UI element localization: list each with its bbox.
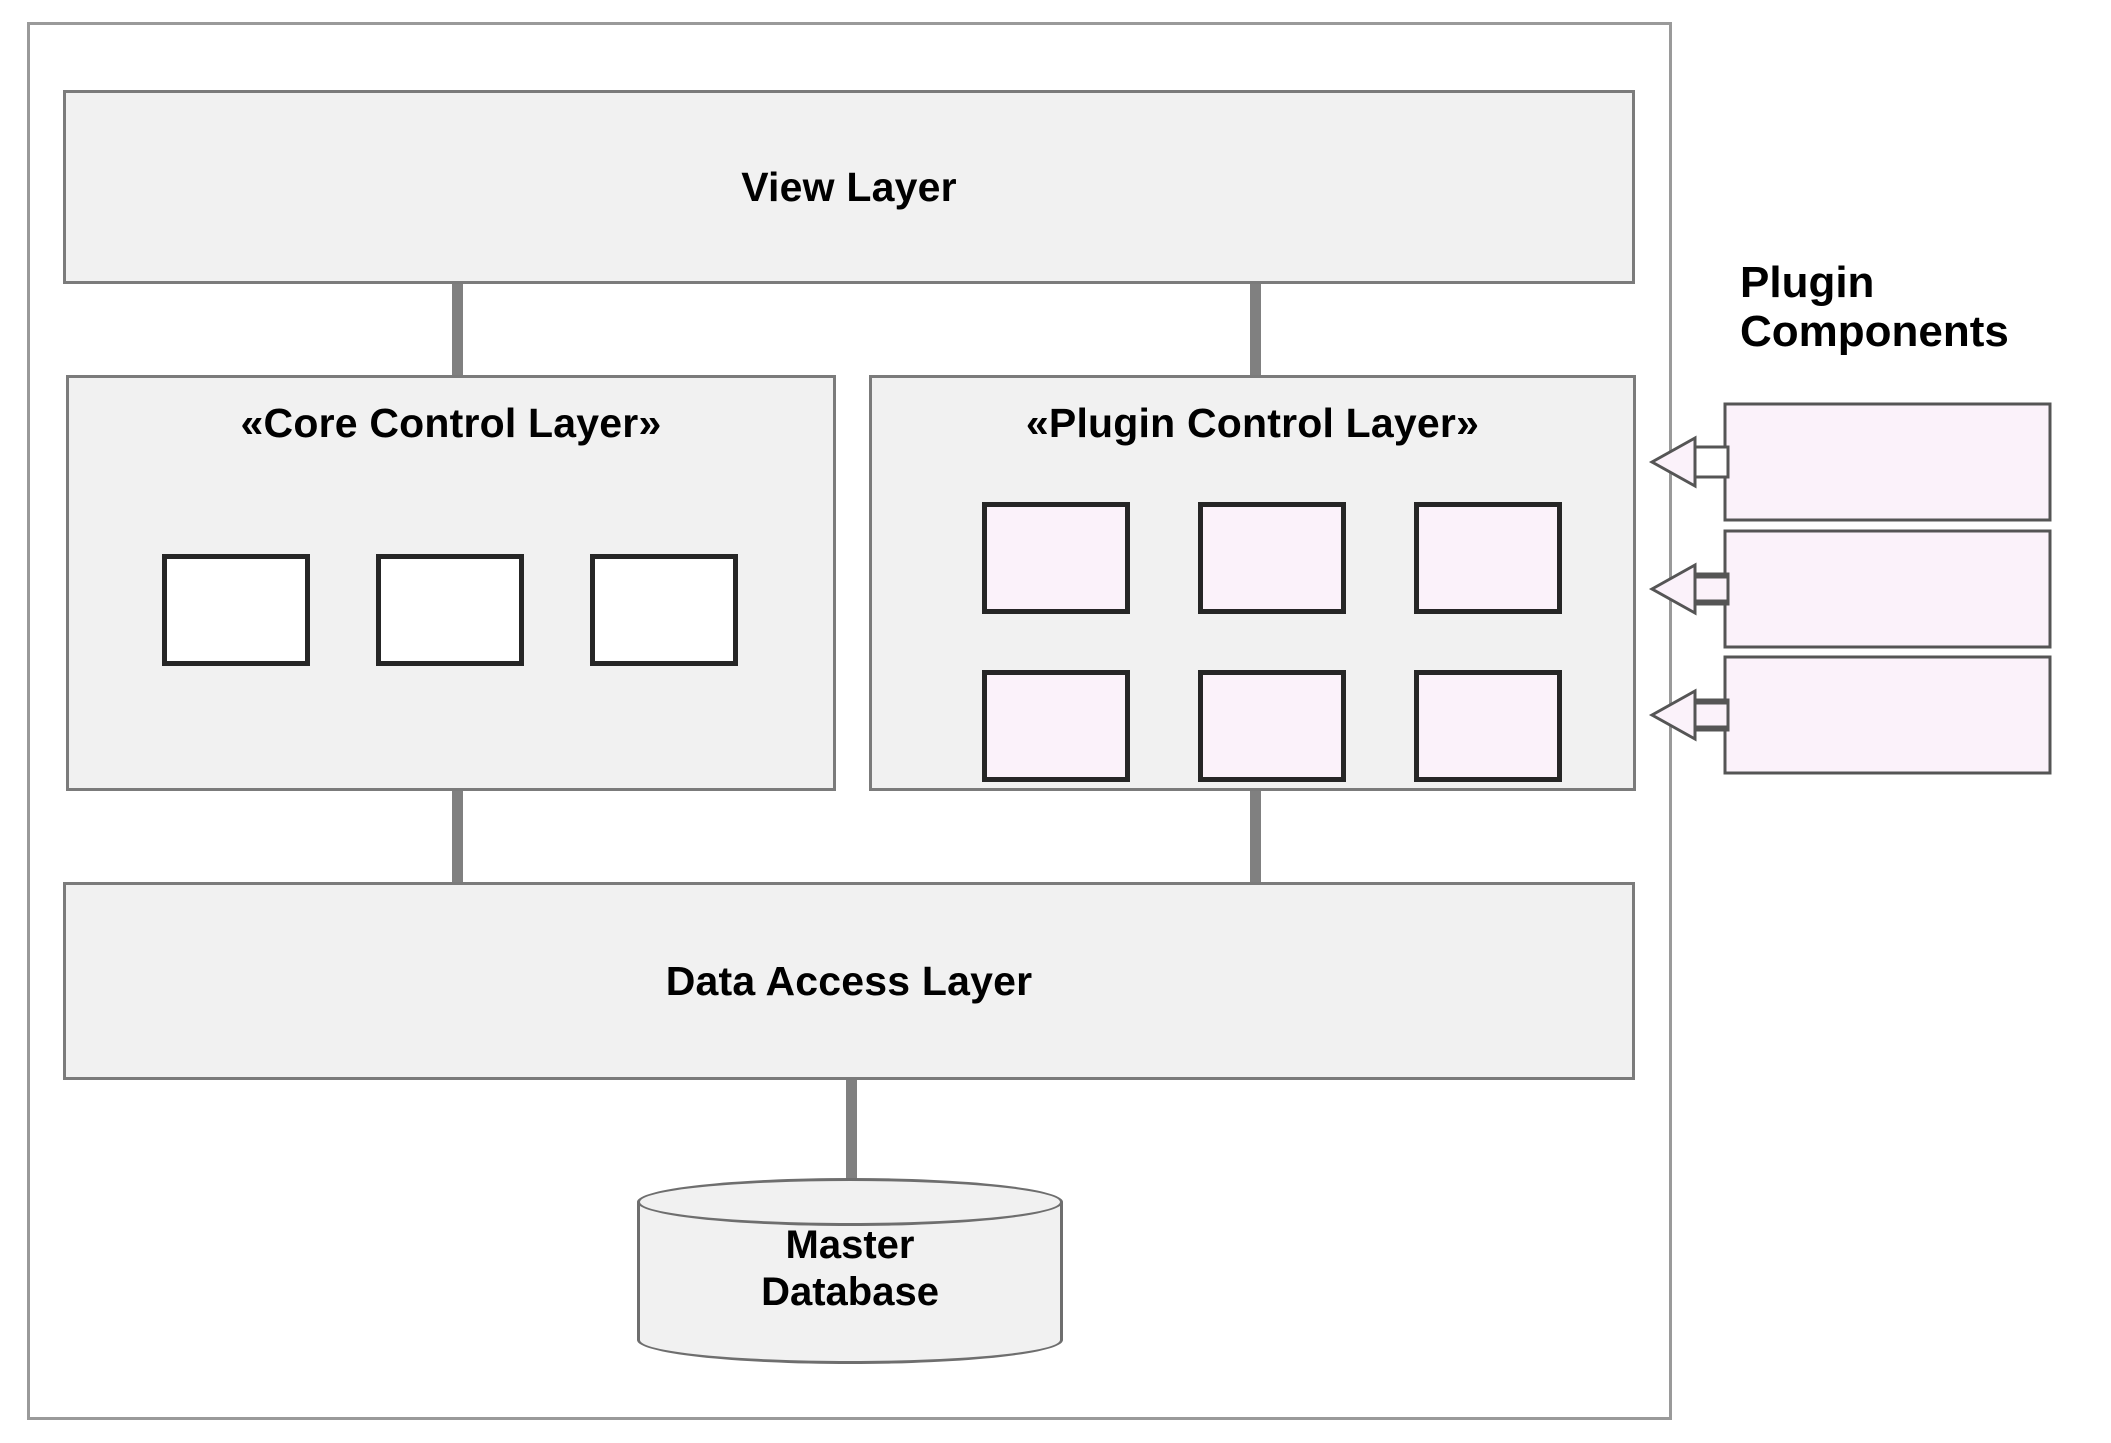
master-database-label: Master Database	[761, 1223, 939, 1315]
connector-view-to-core-control	[452, 281, 463, 378]
data-access-layer-title: Data Access Layer	[665, 957, 1033, 1004]
assembly-arrow-icon	[1648, 562, 1730, 616]
component-shape	[1693, 402, 2052, 522]
connector-core-control-to-data-access	[452, 788, 463, 885]
core-module-1[interactable]	[162, 554, 310, 666]
plugin-control-layer-title: «Plugin Control Layer»	[1025, 400, 1480, 446]
database-top-ellipse	[637, 1178, 1063, 1226]
core-module-2[interactable]	[376, 554, 524, 666]
plugin-module-group	[982, 502, 1562, 782]
view-layer-title: View Layer	[741, 163, 957, 210]
plugin-component-3[interactable]	[1648, 655, 2070, 775]
plugin-module-1[interactable]	[982, 502, 1130, 614]
master-database-cylinder[interactable]: Master Database	[637, 1178, 1063, 1364]
connector-data-access-to-master-database	[846, 1077, 857, 1182]
connector-plugin-control-to-data-access	[1250, 788, 1261, 885]
plugin-components-title: Plugin Components	[1740, 258, 2009, 357]
plugin-component-2[interactable]	[1648, 529, 2070, 649]
plugin-control-layer-box[interactable]: «Plugin Control Layer»	[869, 375, 1636, 791]
core-control-layer-title: «Core Control Layer»	[240, 400, 662, 446]
core-module-group	[162, 554, 738, 666]
plugin-module-3[interactable]	[1414, 502, 1562, 614]
connector-view-to-plugin-control	[1250, 281, 1261, 378]
core-control-layer-box[interactable]: «Core Control Layer»	[66, 375, 836, 791]
core-module-3[interactable]	[590, 554, 738, 666]
assembly-arrow-icon	[1648, 688, 1730, 742]
plugin-module-6[interactable]	[1414, 670, 1562, 782]
component-shape	[1693, 529, 2052, 649]
plugin-module-5[interactable]	[1198, 670, 1346, 782]
view-layer-box[interactable]: View Layer	[63, 90, 1635, 284]
data-access-layer-box[interactable]: Data Access Layer	[63, 882, 1635, 1080]
plugin-module-2[interactable]	[1198, 502, 1346, 614]
plugin-module-4[interactable]	[982, 670, 1130, 782]
plugin-component-1[interactable]	[1648, 402, 2070, 522]
component-shape	[1693, 655, 2052, 775]
